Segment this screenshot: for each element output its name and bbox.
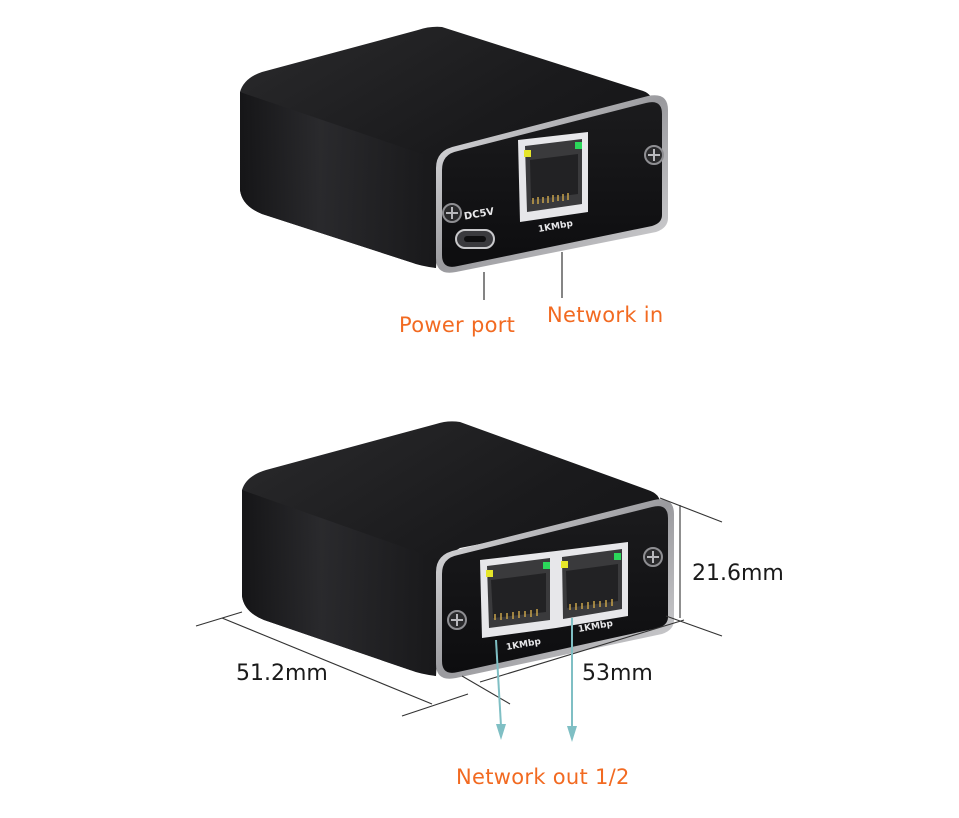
rj45-port-icon [556, 542, 628, 628]
network-out-arrows [495, 618, 577, 742]
screw-icon [643, 547, 663, 567]
led-yellow-icon [486, 570, 493, 577]
network-out-callout: Network out 1/2 [456, 765, 630, 789]
led-yellow-icon [524, 150, 531, 157]
top-device [240, 26, 668, 300]
screw-icon [442, 203, 462, 223]
rj45-port-icon [480, 551, 556, 638]
width-dimension: 53mm [582, 661, 653, 686]
power-port-callout: Power port [399, 313, 516, 337]
screw-icon [447, 610, 467, 630]
height-dimension: 21.6mm [692, 561, 784, 586]
rj45-port-icon [518, 132, 588, 222]
led-green-icon [614, 553, 621, 560]
led-green-icon [575, 142, 582, 149]
bottom-device [195, 421, 723, 742]
network-in-callout: Network in [547, 303, 664, 327]
usb-c-port-icon [455, 229, 495, 249]
led-green-icon [543, 562, 550, 569]
screw-icon [644, 145, 664, 165]
depth-dimension: 51.2mm [236, 661, 328, 686]
dimension-lines [195, 497, 723, 717]
led-yellow-icon [561, 561, 568, 568]
